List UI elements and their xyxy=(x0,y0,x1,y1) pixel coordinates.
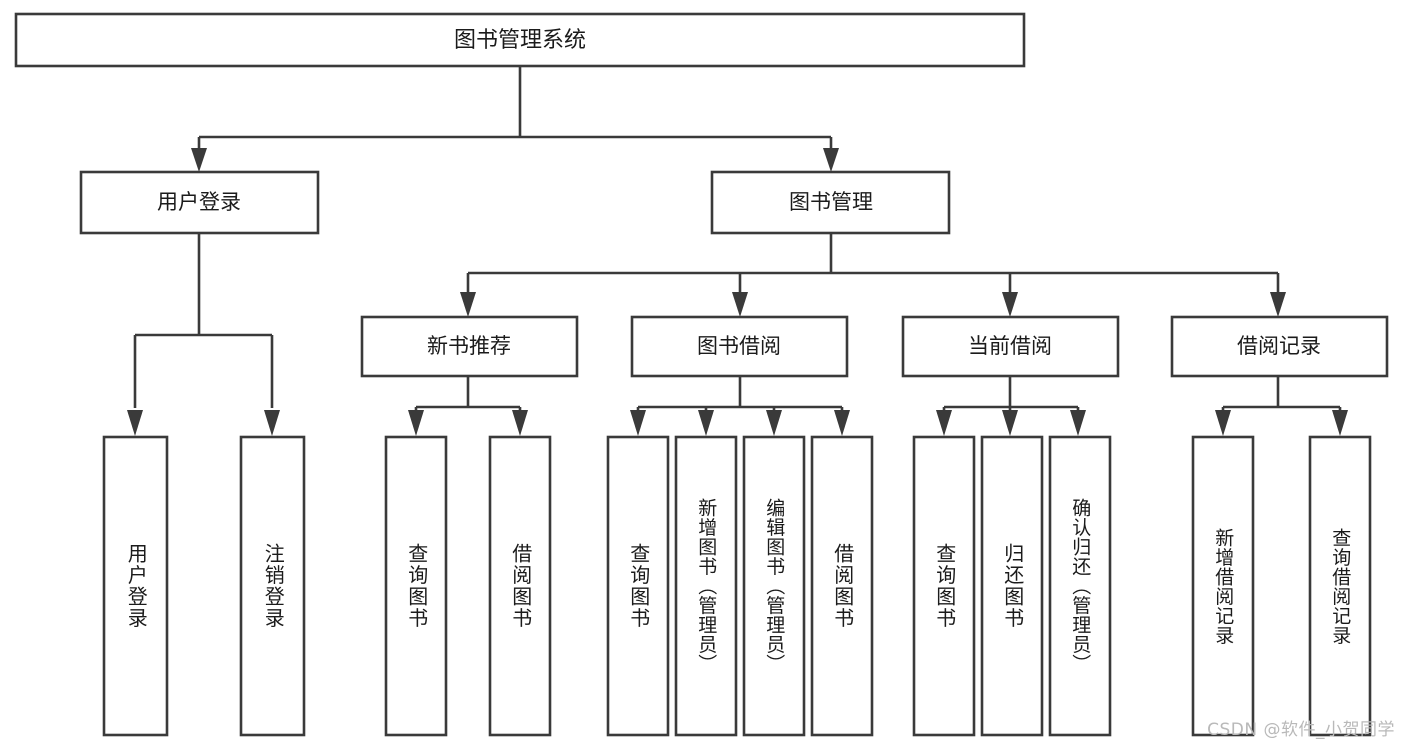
leaf-box-query-book-3[interactable] xyxy=(912,435,976,737)
node-borrow-record-label: 借阅记录 xyxy=(1237,334,1321,358)
arrowhead-to-user-login xyxy=(191,148,207,172)
arrowhead-leaf-query-book-2 xyxy=(630,410,646,436)
arrowhead-to-borrow-record xyxy=(1270,292,1286,317)
node-book-manage-label: 图书管理 xyxy=(789,190,873,214)
node-root-system-label: 图书管理系统 xyxy=(454,28,586,53)
arrowhead-to-book-manage xyxy=(823,148,839,172)
leaf-box-user-login[interactable] xyxy=(102,435,169,737)
node-new-book-recommend-label: 新书推荐 xyxy=(427,334,511,358)
arrowhead-to-current-borrow xyxy=(1002,292,1018,317)
leaf-box-confirm-return[interactable] xyxy=(1048,435,1112,737)
leaf-box-edit-book[interactable] xyxy=(742,435,806,737)
arrowhead-leaf-query-book-1 xyxy=(408,410,424,436)
leaf-box-borrow-book-2[interactable] xyxy=(810,435,874,737)
node-root-system[interactable]: 图书管理系统 xyxy=(14,12,1026,68)
leaf-box-add-book[interactable] xyxy=(674,435,738,737)
leaf-box-add-record[interactable] xyxy=(1191,435,1255,737)
arrowhead-leaf-edit-book xyxy=(766,410,782,436)
node-borrow-record[interactable]: 借阅记录 xyxy=(1170,315,1389,378)
connector-group xyxy=(127,66,1348,436)
node-book-borrow-label: 图书借阅 xyxy=(697,334,781,358)
arrowhead-leaf-borrow-book-1 xyxy=(512,410,528,436)
arrowhead-leaf-user-login xyxy=(127,410,143,436)
node-new-book-recommend[interactable]: 新书推荐 xyxy=(360,315,579,378)
arrowhead-leaf-return-book xyxy=(1002,410,1018,436)
leaf-box-query-book-2[interactable] xyxy=(606,435,670,737)
arrowhead-to-book-borrow xyxy=(732,292,748,317)
leaf-box-query-record[interactable] xyxy=(1308,435,1372,737)
arrowhead-leaf-confirm-return xyxy=(1070,410,1086,436)
node-book-manage-box[interactable] xyxy=(710,170,951,235)
node-user-login-label: 用户登录 xyxy=(157,190,241,214)
node-root-system-box[interactable] xyxy=(14,12,1026,68)
leaf-box-query-book-1[interactable] xyxy=(384,435,448,737)
node-user-login[interactable]: 用户登录 xyxy=(79,170,320,235)
arrowhead-leaf-logout xyxy=(264,410,280,436)
arrowhead-leaf-add-book xyxy=(698,410,714,436)
arrowhead-to-new-book xyxy=(460,292,476,317)
arrowhead-leaf-query-record xyxy=(1332,410,1348,436)
node-current-borrow-label: 当前借阅 xyxy=(968,334,1052,358)
leaf-box-return-book[interactable] xyxy=(980,435,1044,737)
node-current-borrow-box[interactable] xyxy=(901,315,1120,378)
node-book-manage[interactable]: 图书管理 xyxy=(710,170,951,235)
node-user-login-box[interactable] xyxy=(79,170,320,235)
node-new-book-recommend-box[interactable] xyxy=(360,315,579,378)
leaf-box-logout[interactable] xyxy=(239,435,306,737)
arrowhead-leaf-query-book-3 xyxy=(936,410,952,436)
arrowhead-leaf-borrow-book-2 xyxy=(834,410,850,436)
node-book-borrow-box[interactable] xyxy=(630,315,849,378)
node-borrow-record-box[interactable] xyxy=(1170,315,1389,378)
leaf-box-borrow-book-1[interactable] xyxy=(488,435,552,737)
node-book-borrow[interactable]: 图书借阅 xyxy=(630,315,849,378)
arrowhead-leaf-add-record xyxy=(1215,410,1231,436)
node-current-borrow[interactable]: 当前借阅 xyxy=(901,315,1120,378)
